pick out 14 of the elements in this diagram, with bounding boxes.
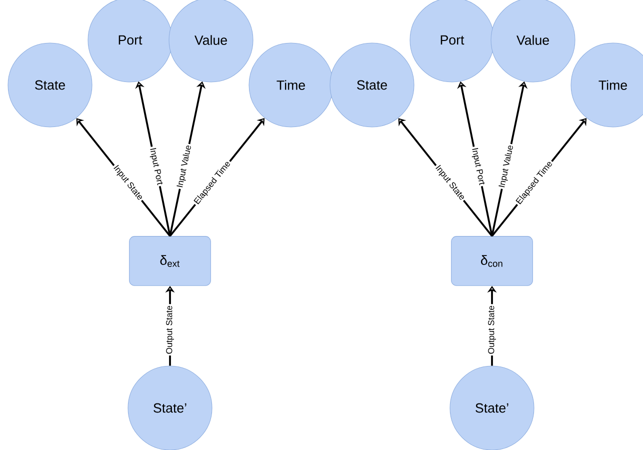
circle-node: Time bbox=[570, 42, 643, 128]
edge-label: Output State bbox=[486, 304, 498, 356]
process-box: δ$_{ext}$ bbox=[129, 236, 211, 286]
circle-node: State bbox=[330, 42, 414, 128]
circle-node: State’ bbox=[450, 366, 534, 450]
edge-label: Output State bbox=[164, 304, 176, 356]
circle-node: State’ bbox=[128, 366, 212, 450]
edge-label: Input Value bbox=[496, 142, 516, 190]
edge-label: Input Port bbox=[146, 146, 165, 188]
circle-node: State bbox=[8, 42, 92, 128]
process-box: δ$_{con}$ bbox=[451, 236, 533, 286]
edge-label: Input Port bbox=[468, 146, 487, 188]
circle-node: Time bbox=[248, 42, 334, 128]
edge-label: Input Value bbox=[174, 142, 195, 190]
